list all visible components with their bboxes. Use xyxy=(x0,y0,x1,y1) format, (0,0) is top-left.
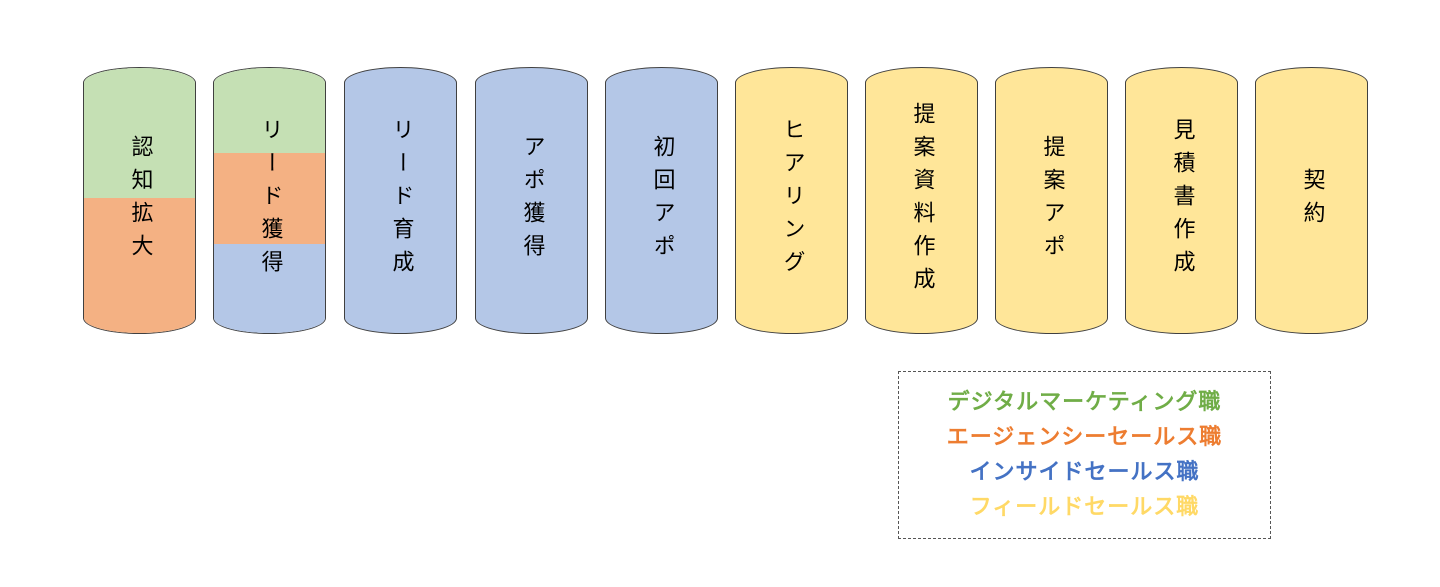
segment-agency xyxy=(214,153,325,244)
stage-label: リード獲得 xyxy=(257,118,283,283)
legend: デジタルマーケティング職 エージェンシーセールス職 インサイドセールス職 フィー… xyxy=(898,371,1271,539)
pillar-lead-acquisition: リード獲得 xyxy=(213,67,326,334)
segment-agency xyxy=(84,198,195,333)
stage-label: アポ獲得 xyxy=(519,134,545,267)
stage-label: ヒアリング xyxy=(779,118,805,283)
legend-agency-sales: エージェンシーセールス職 xyxy=(946,425,1223,450)
stage-label: 認知拡大 xyxy=(127,134,153,267)
pillar-awareness: 認知拡大 xyxy=(83,67,196,334)
pillar-first-appointment: 初回アポ xyxy=(605,67,718,334)
stage-label: 提案資料作成 xyxy=(909,101,935,300)
pillar-contract: 契約 xyxy=(1255,67,1368,334)
pillar-proposal-docs: 提案資料作成 xyxy=(865,67,978,334)
segment-digital xyxy=(214,68,325,153)
legend-inside-sales: インサイドセールス職 xyxy=(969,460,1200,485)
stage-label: 見積書作成 xyxy=(1169,118,1195,283)
legend-digital-marketing: デジタルマーケティング職 xyxy=(947,390,1222,415)
segment-digital xyxy=(84,68,195,198)
pillar-proposal-appointment: 提案アポ xyxy=(995,67,1108,334)
pillar-lead-nurturing: リード育成 xyxy=(344,67,457,334)
segment-inside xyxy=(214,244,325,333)
stage-label: 提案アポ xyxy=(1039,134,1065,267)
stage-label: 初回アポ xyxy=(649,134,675,267)
stage-label: 契約 xyxy=(1299,167,1325,234)
pillar-estimate: 見積書作成 xyxy=(1125,67,1238,334)
legend-field-sales: フィールドセールス職 xyxy=(969,495,1200,520)
pillar-hearing: ヒアリング xyxy=(735,67,848,334)
stage-label: リード育成 xyxy=(388,118,414,283)
pillar-appointment-acquisition: アポ獲得 xyxy=(475,67,588,334)
